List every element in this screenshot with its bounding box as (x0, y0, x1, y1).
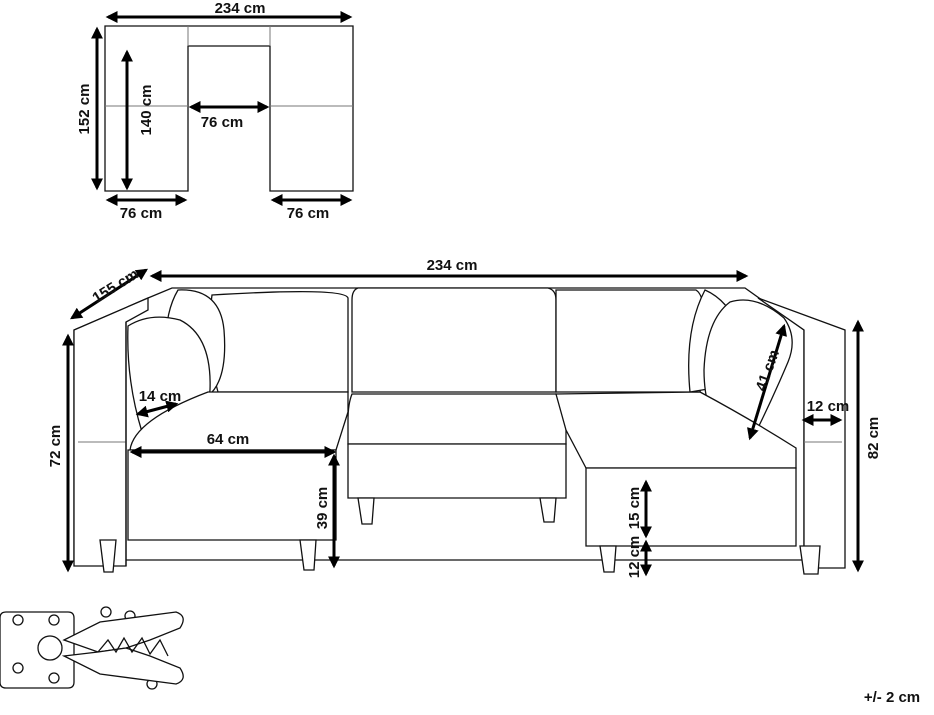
seat-base-left (127, 449, 337, 541)
front-height-label: 72 cm (47, 425, 64, 468)
screw-icon (100, 606, 112, 618)
sofa-leg (357, 497, 375, 525)
back-cushion-right (555, 289, 706, 393)
clip-pivot (37, 635, 63, 661)
right-armrest (757, 297, 846, 569)
screw-icon (12, 662, 24, 674)
arm-label: 12 cm (807, 398, 850, 415)
seat-label: 64 cm (207, 431, 250, 448)
screw-icon (12, 614, 24, 626)
top-left-module-label: 76 cm (120, 205, 163, 222)
sofa-leg (599, 545, 617, 573)
seat-thickness-label: 15 cm (626, 487, 643, 530)
sofa-leg (299, 539, 317, 571)
sofa-leg (799, 545, 821, 575)
seat-height-label: 39 cm (314, 487, 331, 530)
mounting-plate (0, 611, 75, 689)
leg-label: 12 cm (626, 536, 643, 579)
back-cushion-left (208, 290, 349, 393)
back-cushion-label: 14 cm (139, 388, 182, 405)
cushion-arrow (747, 323, 787, 441)
top-view: 234 cm 152 cm 140 cm 76 cm 76 cm 76 cm (76, 0, 354, 222)
front-total-height-label: 82 cm (865, 417, 882, 460)
front-width-label: 234 cm (427, 257, 478, 274)
sofa-leg (99, 539, 117, 573)
seat-cushion-middle (347, 393, 567, 445)
back-cushion-arrow (135, 400, 179, 418)
top-inner-gap-label: 76 cm (201, 114, 244, 131)
top-width-label: 234 cm (215, 0, 266, 17)
tolerance-note: +/- 2 cm (864, 689, 920, 706)
front-depth-arrow (69, 268, 149, 320)
clip-jaw-bottom (61, 647, 184, 685)
front-view: 234 cm 155 cm 72 cm 82 cm 41 cm 12 cm 14… (47, 257, 882, 578)
sofa-leg (539, 497, 557, 523)
seat-cushion-left (129, 391, 349, 451)
back-cushion-middle (351, 287, 557, 393)
clip-teeth (97, 636, 169, 657)
top-inner-depth-label: 140 cm (138, 85, 155, 136)
screw-icon (48, 672, 60, 684)
connector-clip-detail (0, 606, 184, 690)
seat-base-right (585, 467, 797, 547)
seat-base-middle (347, 443, 567, 499)
top-depth-label: 152 cm (76, 84, 93, 135)
front-depth-label: 155 cm (90, 265, 142, 306)
top-right-module-label: 76 cm (287, 205, 330, 222)
clip-jaw-top (62, 611, 184, 653)
screw-icon (48, 614, 60, 626)
